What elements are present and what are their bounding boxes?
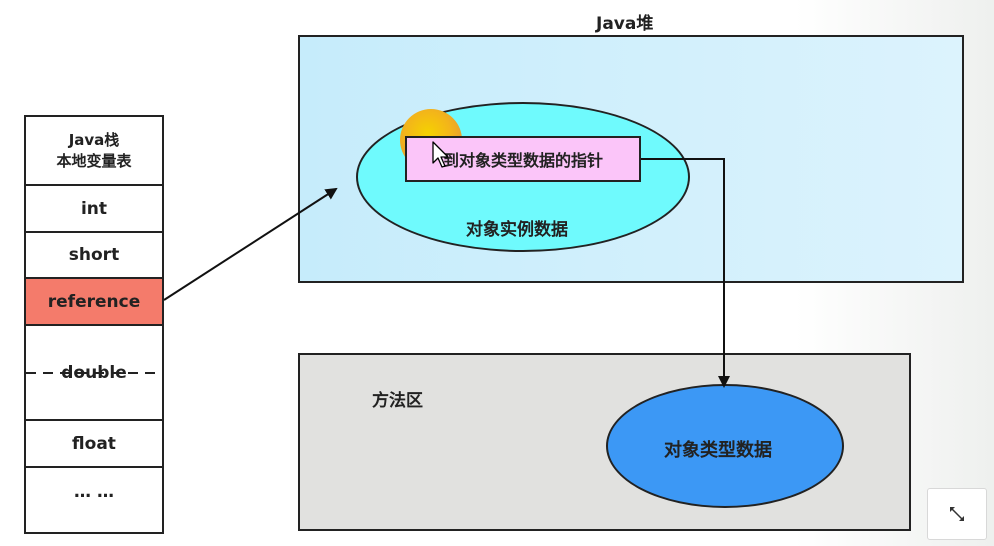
stack-item-label: double	[61, 362, 127, 383]
stack-item-int: int	[26, 186, 162, 233]
type-pointer-box: 到对象类型数据的指针	[405, 136, 641, 182]
type-pointer-label: 到对象类型数据的指针	[442, 151, 603, 170]
stack-item-label: short	[68, 245, 120, 265]
mouse-cursor-icon	[432, 141, 449, 168]
stack-item-double: double	[26, 326, 162, 421]
java-stack-table: Java栈 本地变量表 int short reference double f…	[24, 115, 164, 534]
pointer-to-type-arrow	[641, 158, 730, 388]
instance-data-label: 对象实例数据	[466, 220, 568, 240]
stack-item-reference: reference	[26, 279, 162, 326]
method-area-title: 方法区	[372, 391, 423, 411]
stack-title-cell: Java栈 本地变量表	[26, 117, 162, 186]
stack-item-float: float	[26, 421, 162, 468]
stack-item-short: short	[26, 233, 162, 279]
heap-title: Java堆	[596, 14, 654, 34]
stack-title: Java栈	[68, 130, 120, 149]
stack-item-label: int	[80, 198, 108, 219]
reference-to-instance-arrow	[163, 187, 338, 301]
expand-icon	[950, 507, 964, 521]
expand-button[interactable]	[927, 488, 987, 540]
stack-subtitle: 本地变量表	[56, 151, 132, 170]
type-data-label: 对象类型数据	[664, 440, 772, 461]
stack-item-label: … …	[74, 482, 114, 502]
stack-item-label: reference	[47, 291, 141, 312]
stack-item-label: float	[72, 433, 116, 454]
stack-item-more: … …	[26, 468, 162, 518]
